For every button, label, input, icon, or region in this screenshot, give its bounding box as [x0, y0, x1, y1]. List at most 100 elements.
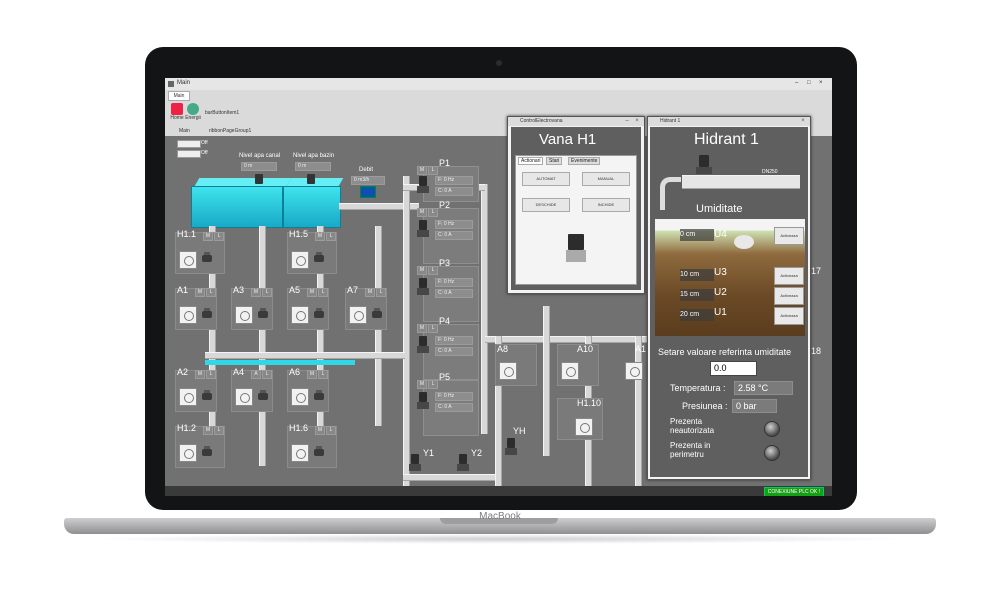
minimize-icon[interactable]: – [795, 80, 799, 86]
automat-button[interactable]: AUTOMAT [522, 172, 570, 186]
sensor-u3-depth: 10 cm [680, 269, 714, 281]
setpoint-input[interactable]: 0.0 [710, 361, 757, 376]
sensor-u3-id: U3 [714, 267, 727, 278]
toggle-2-label: Off [201, 150, 208, 156]
pump-p4-name: P4 [439, 316, 451, 326]
h12-fan-icon [179, 444, 197, 462]
prezenta-neautorizata-label: Prezenta neautorizata [670, 417, 715, 435]
umiditate-label: Umiditate [696, 203, 743, 215]
maximize-icon[interactable]: □ [807, 80, 811, 86]
home-button[interactable]: Home [169, 103, 185, 121]
h12-valve-icon [201, 446, 213, 458]
p4-current: C: 0 A [435, 347, 473, 356]
h11-valve-icon [201, 252, 213, 264]
sensor-u4-depth: 0 cm [680, 229, 714, 241]
pump-p5-icon [417, 392, 429, 410]
hydrant-a1-label: A1 [177, 285, 189, 295]
inchide-button[interactable]: INCHIDE [582, 198, 630, 212]
pipe-pump-left [403, 176, 410, 496]
pipe-col-2 [259, 226, 266, 466]
vana-minimize-icon[interactable]: – [625, 118, 629, 124]
hydrant-a7-label: A7 [347, 285, 359, 295]
h15-valve-icon [313, 252, 325, 264]
sensor-u1-depth: 20 cm [680, 309, 714, 321]
close-icon[interactable]: × [819, 80, 823, 86]
a7-valve-icon [371, 308, 383, 320]
tank-bazin [283, 186, 341, 228]
a8-fan-icon [499, 362, 517, 380]
tab-actionari[interactable]: Actionari [518, 157, 544, 165]
tab-stari[interactable]: Stari [546, 157, 563, 165]
hidrant-window-title: Hidrant 1 [648, 117, 810, 126]
window-title: Main [177, 80, 191, 86]
tank-canal [191, 186, 283, 228]
hydrant-h15-label: H1.5 [289, 229, 309, 239]
valve-y2-icon[interactable] [457, 454, 469, 472]
pressure-label: Presiunea : [682, 401, 728, 411]
sensor-u1-activate[interactable]: Activeaza [774, 307, 804, 325]
pipe-col-3 [317, 226, 324, 466]
pump-p4-icon [417, 336, 429, 354]
hidrant-window: Hidrant 1 × Hidrant 1 DN250 Umiditate 0 … [647, 116, 811, 480]
pressure-value: 0 bar [732, 399, 777, 413]
prezenta-perimetru-label: Prezenta in perimetru [670, 441, 711, 459]
vana-close-icon[interactable]: × [635, 118, 639, 124]
sensor-u4-activate[interactable]: Activeaza [774, 227, 804, 245]
valve-y1-icon[interactable] [409, 454, 421, 472]
pipe-bottom [403, 474, 498, 481]
laptop-notch [440, 518, 558, 524]
deschide-button[interactable]: DESCHIDE [522, 198, 570, 212]
tab-main[interactable]: Main [168, 91, 190, 101]
hidrant-close-icon[interactable]: × [801, 118, 805, 124]
toggle-2[interactable] [177, 150, 201, 158]
tab-evenimente[interactable]: Evenimente [568, 157, 601, 165]
a7-fan-icon [349, 306, 367, 324]
sensor-u2-id: U2 [714, 287, 727, 298]
vana-window: ControlElectrovana – × Vana H1 Actionari… [507, 116, 645, 294]
sensor-u3-activate[interactable]: Activeaza [774, 267, 804, 285]
toggle-1-label: Off [201, 140, 208, 146]
nivel-bazin-label: Nivel apa bazin [293, 153, 335, 159]
pump-p3-name: P3 [439, 258, 451, 268]
hydrant-a10-label: A10 [577, 344, 594, 354]
pump-p2-icon [417, 220, 429, 238]
bazin-level-value: 0 m [295, 162, 331, 171]
a5-fan-icon [291, 306, 309, 324]
level-sensor-2-icon [305, 174, 317, 192]
hydrant-a2-label: A2 [177, 367, 189, 377]
plc-status-badge: CONEXIUNE PLC OK ! [763, 487, 824, 496]
canal-level-value: 0 m [241, 162, 277, 171]
hydrant-h11-label: H1.1 [177, 229, 197, 239]
pipe-right-row [485, 336, 650, 343]
toggle-1[interactable] [177, 140, 201, 148]
screen: Main – □ × Main Home Energii barButtonIt… [165, 78, 832, 496]
valve-yh-icon[interactable] [505, 438, 517, 456]
laptop-shadow [90, 534, 910, 544]
hydrant-a8-label: A8 [497, 344, 509, 354]
a4-valve-icon [257, 390, 269, 402]
actuator-valve-icon [566, 234, 586, 264]
temperature-label: Temperatura : [670, 383, 726, 393]
manual-button[interactable]: MANUAL [582, 172, 630, 186]
level-sensor-1-icon [253, 174, 265, 192]
energy-button[interactable]: Energii [185, 103, 201, 121]
title-bar: Main – □ × [165, 78, 832, 90]
bar-button-item[interactable]: barButtonItem1 [205, 110, 240, 116]
sensor-u2-activate[interactable]: Activeaza [774, 287, 804, 305]
